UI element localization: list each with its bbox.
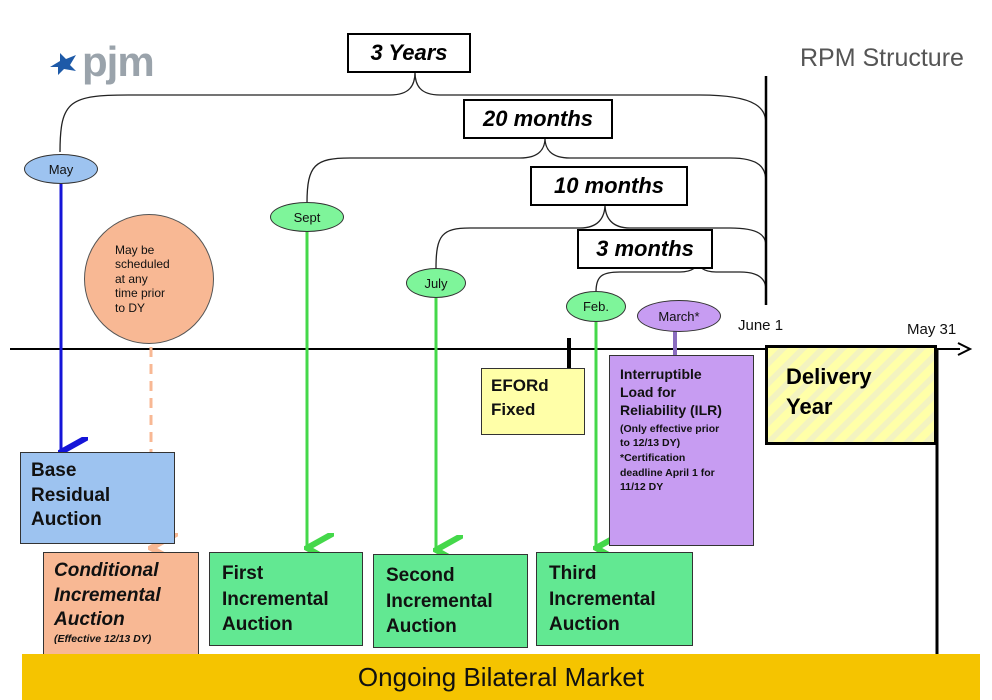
auction-line: Second [386,565,455,586]
delivery-year-line: Year [786,393,833,419]
page-title: RPM Structure [800,44,964,72]
duration-20-months: 20 months [463,99,613,139]
auction-line: Auction [31,509,102,531]
auction-line: Auction [549,614,620,636]
eford-line: EFORd [491,376,549,395]
eford-fixed-box: EFORd Fixed [481,368,585,435]
base-residual-auction-box: Base Residual Auction [20,452,175,544]
note-line: time prior [115,286,166,301]
pjm-logo: pjm [46,38,155,85]
conditional-incremental-auction-box: Conditional Incremental Auction (Effecti… [43,552,199,657]
duration-3-years: 3 Years [347,33,471,73]
auction-line: Residual [31,484,111,506]
eford-line: Fixed [491,399,536,419]
milestone-july: July [406,268,466,298]
auction-line: Conditional [54,560,159,581]
note-line: to DY [115,300,146,315]
ilr-note-line: to 12/13 DY) [620,437,681,450]
ilr-note-line: *Certification [620,451,686,464]
brace-3-years [59,71,767,153]
note-line: May be [115,243,155,258]
ilr-box: Interruptible Load for Reliability (ILR)… [609,355,754,546]
auction-line: Incremental [54,584,161,606]
conditional-effective-note: (Effective 12/13 DY) [54,633,152,646]
first-incremental-auction-box: First Incremental Auction [209,552,363,646]
auction-line: Third [549,563,597,584]
milestone-feb: Feb. [566,291,626,322]
ongoing-bilateral-market-bar: Ongoing Bilateral Market [22,654,980,700]
milestone-sept: Sept [270,202,344,232]
auction-line: Incremental [386,590,493,612]
ilr-note-line: (Only effective prior [620,422,720,435]
note-line: at any [115,271,148,286]
auction-line: Auction [222,614,293,636]
conditional-schedule-note: May be scheduled at any time prior to DY [84,214,214,344]
auction-line: First [222,563,264,584]
auction-line: Auction [54,609,125,631]
duration-10-months: 10 months [530,166,688,206]
auction-line: Incremental [549,588,656,610]
auction-line: Incremental [222,588,329,610]
pjm-logo-icon [50,53,76,75]
delivery-year-line: Delivery [786,364,872,389]
ilr-title-line: Load for [620,384,676,401]
auction-line: Auction [386,616,457,638]
ilr-note-line: deadline April 1 for [620,466,715,479]
milestone-may: May [24,154,98,184]
timeline-arrowhead [957,342,973,356]
note-line: scheduled [115,257,170,272]
ilr-note-line: 11/12 DY [620,481,664,494]
ilr-title-line: Reliability (ILR) [620,402,722,419]
ilr-title-line: Interruptible [620,366,702,382]
auction-line: Base [31,460,77,481]
second-incremental-auction-box: Second Incremental Auction [373,554,528,648]
duration-3-months: 3 months [577,229,713,269]
third-incremental-auction-box: Third Incremental Auction [536,552,693,646]
delivery-year-box: Delivery Year [765,345,937,445]
label-june-1: June 1 [738,317,784,334]
label-may-31: May 31 [907,321,957,338]
pjm-logo-text: pjm [82,38,155,85]
milestone-march: March* [637,300,721,332]
